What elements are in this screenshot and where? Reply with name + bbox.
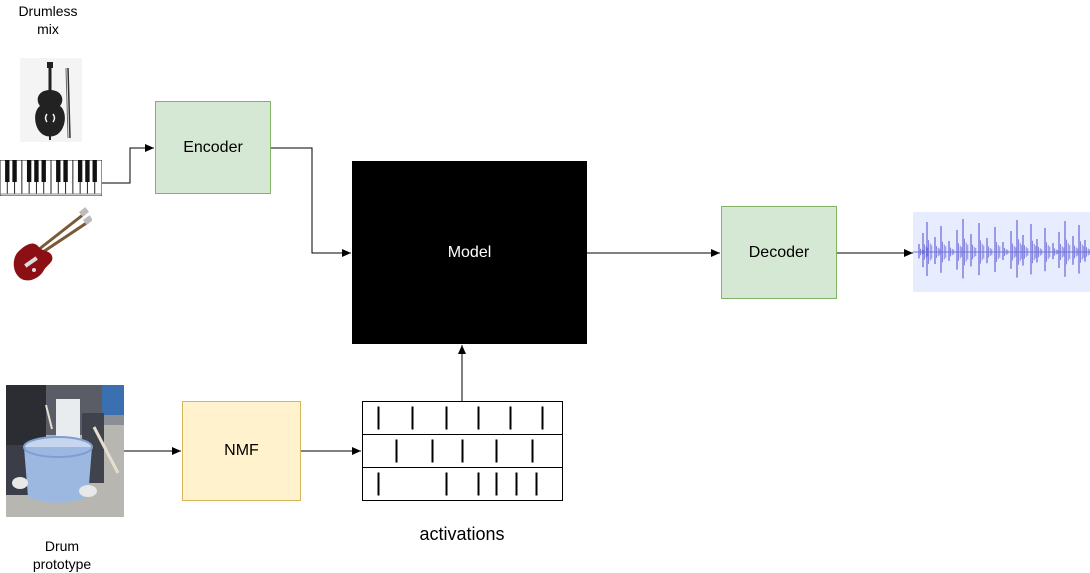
drummer-photo: [6, 385, 124, 517]
model-block: Model: [352, 161, 587, 344]
activation-row: [362, 401, 563, 435]
nmf-block: NMF: [182, 401, 301, 501]
model-label: Model: [447, 243, 492, 261]
nmf-label: NMF: [224, 442, 259, 459]
activations-matrix: [362, 401, 563, 501]
encoder-block: Encoder: [155, 101, 271, 194]
arrow-encoder-to-model: [271, 147, 351, 257]
drumless-mix-label: Drumless mix: [18, 3, 78, 37]
activation-row: [362, 467, 563, 501]
decoder-block: Decoder: [721, 206, 837, 299]
arrow-mix-to-encoder: [102, 144, 154, 184]
violin-icon: [20, 58, 82, 142]
activations-label: activations: [419, 524, 505, 544]
electric-guitar-icon: [13, 207, 92, 281]
piano-keyboard-icon: [0, 160, 102, 196]
drum-prototype-label: Drum prototype: [32, 538, 92, 572]
audio-waveform-icon: [913, 212, 1090, 292]
encoder-label: Encoder: [183, 138, 243, 156]
decoder-label: Decoder: [748, 243, 810, 261]
